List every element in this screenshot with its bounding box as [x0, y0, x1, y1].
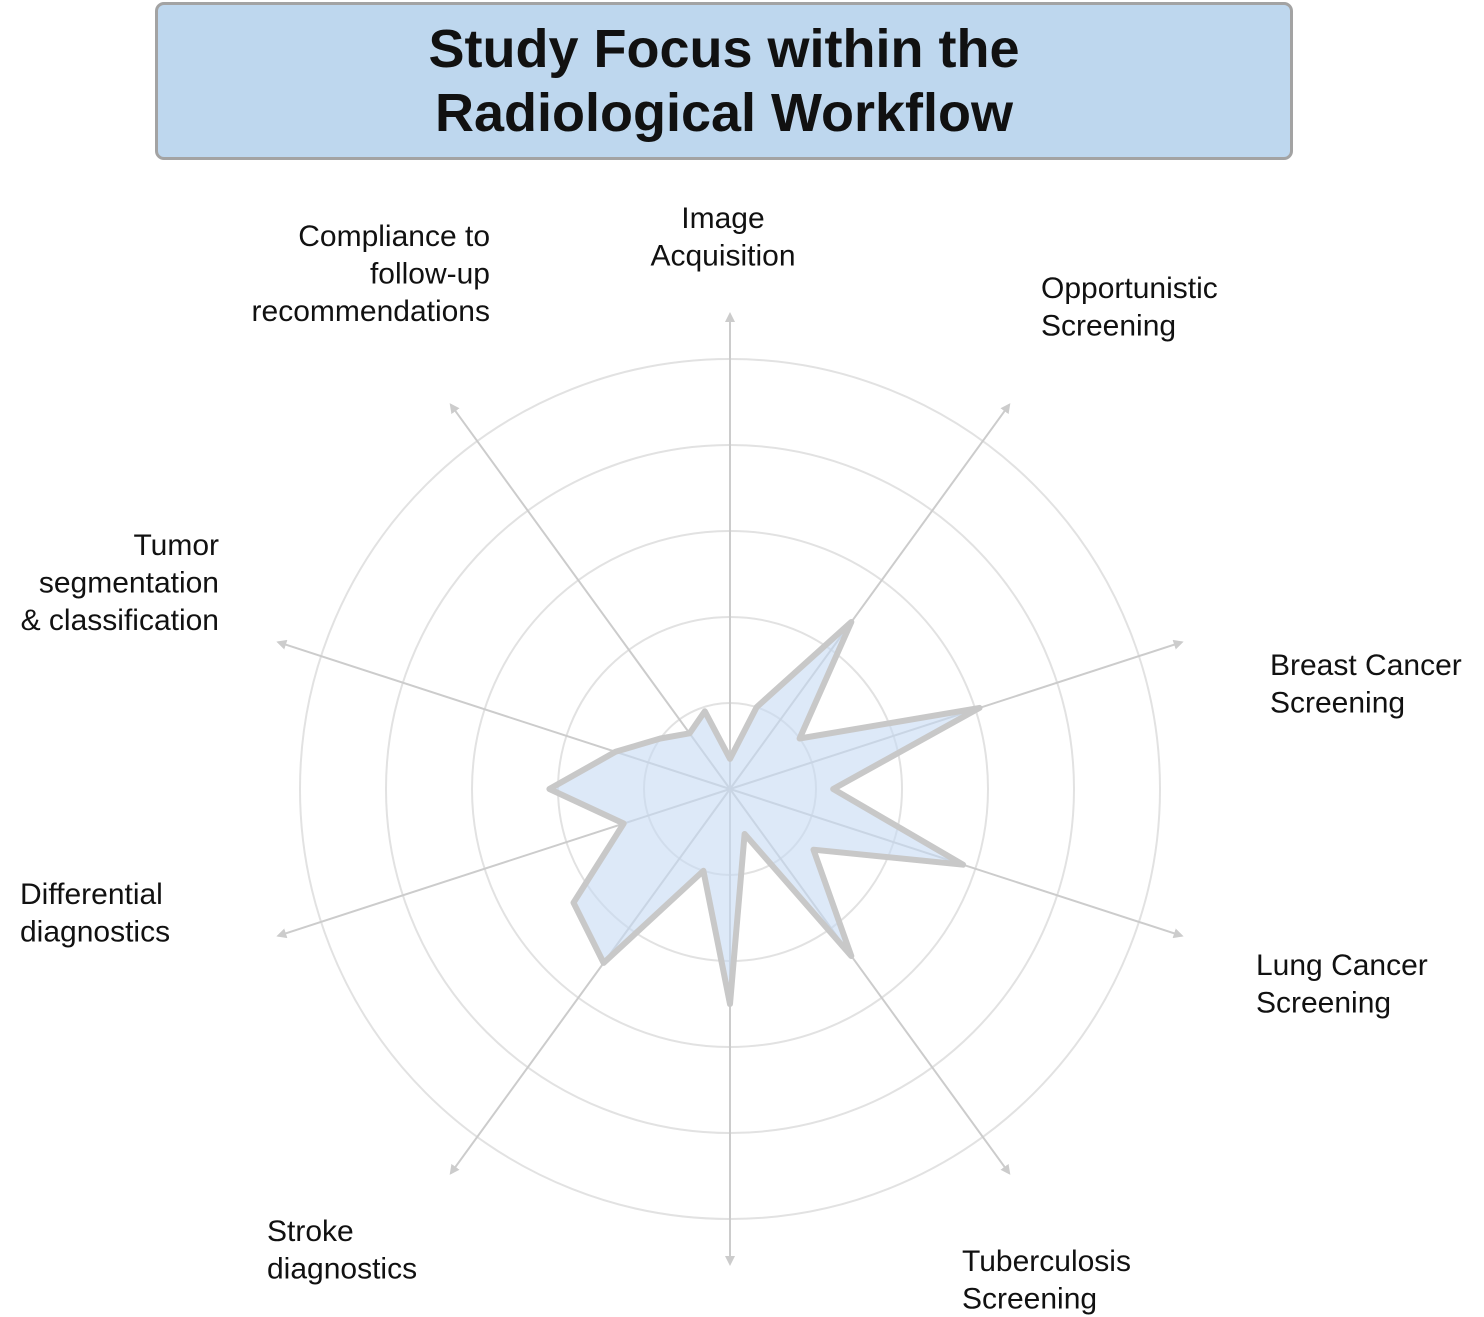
axis-label-line: follow-up: [370, 258, 490, 291]
data-point: [658, 737, 662, 740]
axis-label: Differential diagnostics: [20, 878, 170, 949]
axis-label-line: Acquisition: [650, 240, 795, 273]
data-point: [743, 832, 747, 836]
chart-title-line-2: Radiological Workflow: [434, 83, 1014, 143]
data-point: [728, 1002, 732, 1006]
data-point: [572, 901, 575, 905]
chart-title-line-1: Study Focus within the: [428, 19, 1020, 79]
axis-label-line: diagnostics: [20, 916, 170, 949]
axis-label-line: & classification: [21, 604, 219, 637]
axis-label-line: Tuberculosis: [962, 1245, 1131, 1278]
data-point: [602, 961, 606, 965]
axis-label-line: Tumor: [133, 529, 219, 562]
axis-label: Tumor segmentation & classification: [21, 529, 219, 637]
axis-label-line: Breast Cancer: [1270, 649, 1462, 682]
data-point: [547, 787, 551, 791]
data-point: [701, 869, 705, 873]
data-points: [547, 620, 981, 1006]
axis-label-line: Screening: [962, 1283, 1097, 1316]
axis-label-line: recommendations: [252, 295, 490, 328]
data-point: [703, 709, 707, 713]
data-area-polygon: [546, 619, 983, 1007]
axis-label-line: Screening: [1270, 687, 1405, 720]
axis-label-line: Lung Cancer: [1256, 949, 1428, 982]
axis-label-line: Compliance to: [298, 220, 490, 253]
axis-label: Compliance to follow-up recommendations: [252, 220, 490, 328]
data-point: [614, 750, 617, 754]
axis-label-line: Stroke: [267, 1215, 354, 1248]
axis-label-line: Opportunistic: [1041, 272, 1218, 305]
data-point: [812, 848, 815, 852]
axis-label-line: Screening: [1256, 987, 1391, 1020]
data-point: [849, 620, 853, 624]
data-point: [688, 731, 692, 735]
data-area: [546, 619, 983, 1007]
axis-label-line: segmentation: [39, 567, 219, 600]
axis-label-line: diagnostics: [267, 1253, 417, 1286]
data-point: [798, 737, 802, 740]
axis-label-line: Screening: [1041, 310, 1176, 343]
data-point: [831, 787, 835, 791]
data-point: [961, 863, 965, 867]
data-point: [849, 954, 853, 958]
data-point: [622, 822, 626, 825]
axis-label-line: Image: [681, 202, 764, 235]
data-point: [978, 706, 981, 710]
axis-label: Stroke diagnostics: [267, 1215, 417, 1286]
axis-line: [449, 403, 731, 790]
chart-title-box: Study Focus within the Radiological Work…: [155, 2, 1293, 160]
data-point: [755, 705, 759, 709]
data-point: [728, 757, 732, 761]
axis-label-line: Differential: [20, 878, 163, 911]
